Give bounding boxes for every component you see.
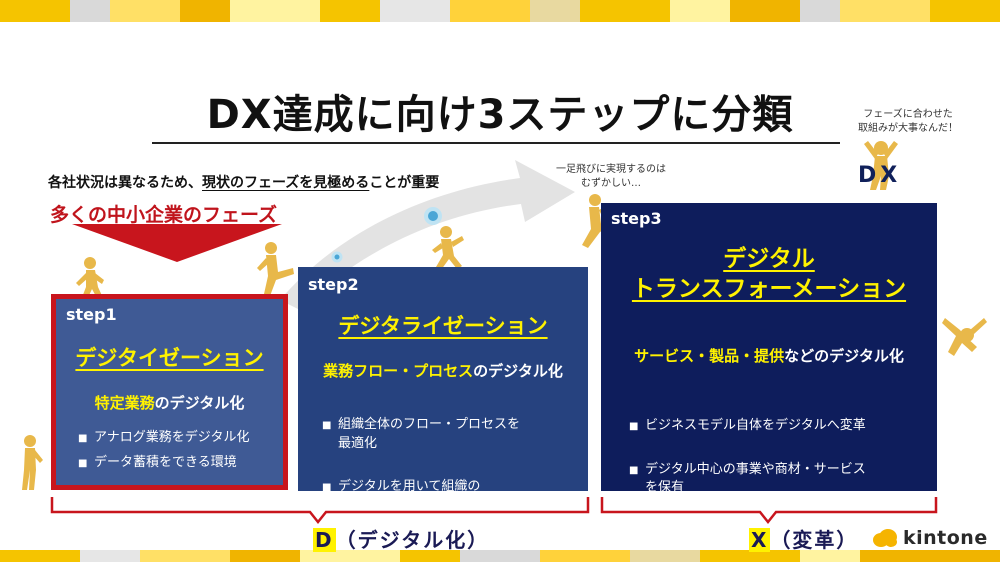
bottom-stripe [0, 550, 1000, 562]
list-item: アナログ業務をデジタル化 [78, 429, 249, 448]
step2-sub: 業務フロー・プロセスのデジタル化 [323, 362, 563, 380]
person-cheering-icon [864, 141, 898, 190]
list-item: 組織全体のフロー・プロセスを 最適化 [322, 416, 520, 454]
lead-underlined: 現状のフェーズを見極める [202, 175, 370, 191]
slide-title: DX達成に向け3ステップに分類 [206, 92, 794, 138]
kintone-logo: kintone [872, 527, 988, 549]
list-item: ビジネスモデル自体をデジタルへ変革 [629, 417, 866, 436]
transformation-brace-label: X（変革） [749, 528, 859, 552]
step1-card: step1 デジタイゼーション 特定業務のデジタル化 アナログ業務をデジタル化 … [51, 294, 288, 490]
lead-text: 各社状況は異なるため、現状のフェーズを見極めることが重要 [48, 175, 440, 191]
step3-label: step3 [611, 209, 662, 228]
list-item: データ蓄積をできる環境 [78, 454, 249, 473]
person-standing-icon [22, 435, 43, 490]
step1-label: step1 [66, 305, 117, 324]
top-stripe [0, 0, 1000, 22]
note-phase-matters: フェーズに合わせた 取組みが大事なんだ！ [858, 109, 958, 134]
note-difficult: 一足飛びに実現するのは むずかしい… [556, 164, 666, 189]
brace-d [50, 497, 590, 525]
kintone-wordmark: kintone [903, 527, 988, 549]
step3-heading-line2: トランスフォーメーション [631, 276, 907, 302]
step1-sub: 特定業務のデジタル化 [94, 394, 245, 412]
red-down-arrow [72, 224, 282, 262]
sme-phase-label: 多くの中小企業のフェーズ [50, 204, 278, 226]
list-item: デジタルを用いて組織の 生産性を高める [322, 478, 520, 516]
step3-card: step3 デジタル トランスフォーメーション サービス・製品・提供などのデジタ… [601, 203, 937, 495]
digital-brace-label: D（デジタル化） [313, 528, 490, 552]
list-item: デジタル中心の事業や商材・サービス を保有 [629, 461, 866, 499]
step1-bullets: アナログ業務をデジタル化 データ蓄積をできる環境 [78, 429, 249, 479]
step3-sub: サービス・製品・提供などのデジタル化 [634, 347, 904, 365]
title-rule [152, 142, 840, 144]
brace-x [600, 497, 938, 525]
arrow-dot-small [331, 251, 343, 263]
person-jumping-icon [432, 226, 464, 270]
person-kicking-icon [257, 242, 294, 296]
kintone-cloud-icon [873, 529, 897, 547]
step2-heading: デジタライゼーション [338, 314, 548, 338]
step1-heading: デジタイゼーション [75, 346, 264, 370]
person-falling-icon [942, 318, 987, 356]
step3-bullets: ビジネスモデル自体をデジタルへ変革 デジタル中心の事業や商材・サービス を保有 [629, 398, 866, 523]
step2-card: step2 デジタライゼーション 業務フロー・プロセスのデジタル化 組織全体のフ… [298, 267, 588, 513]
step2-bullets: 組織全体のフロー・プロセスを 最適化 デジタルを用いて組織の 生産性を高める [322, 397, 520, 541]
step3-heading-line1: デジタル [723, 246, 815, 272]
arrow-dot-large [424, 207, 442, 225]
growth-arrow-shape [280, 160, 575, 310]
dx-mark: DX [858, 163, 902, 188]
step2-label: step2 [308, 275, 359, 294]
